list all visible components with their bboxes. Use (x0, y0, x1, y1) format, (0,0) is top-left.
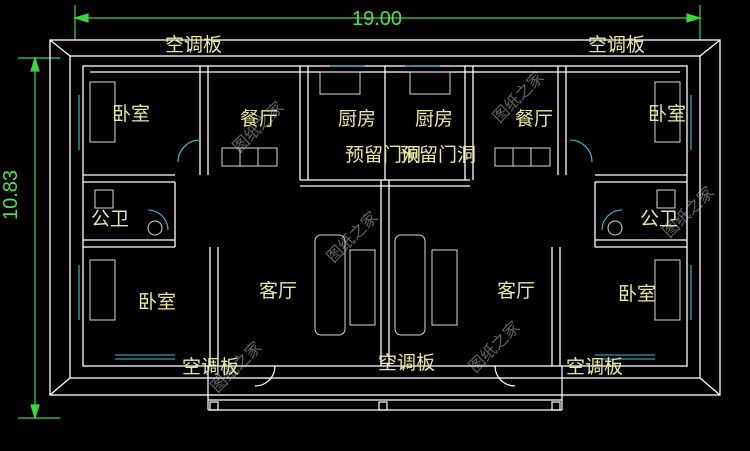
dimension-lines (18, 5, 703, 421)
reserved-door-label-left: 预留门洞 (345, 144, 422, 166)
ac-board-label-top-left: 空调板 (165, 34, 223, 56)
public-wc-label-right: 公卫 (640, 208, 679, 230)
kitchen-label-right: 厨房 (415, 108, 454, 130)
windows (78, 65, 692, 360)
dining-label-right: 餐厅 (515, 108, 554, 130)
dining-label-left: 餐厅 (240, 108, 279, 130)
ac-board-label-top-right: 空调板 (588, 34, 646, 56)
furniture (89, 71, 681, 336)
kitchen-label-left: 厨房 (338, 108, 377, 130)
reserved-door-label-right: 预留门洞 (400, 144, 477, 166)
bedroom-label-top-left: 卧室 (112, 103, 151, 125)
interior-walls (82, 65, 688, 367)
ac-board-label-bottom-center: 空调板 (378, 352, 436, 374)
bedroom-label-bottom-left: 卧室 (138, 291, 177, 313)
width-dimension: 19.00 (352, 8, 403, 30)
depth-dimension: 10.83 (0, 169, 22, 220)
living-label-left: 客厅 (259, 280, 298, 302)
entry-steps (207, 365, 563, 411)
roof-outline (49, 39, 721, 396)
living-label-right: 客厅 (497, 280, 536, 302)
bedroom-label-bottom-right: 卧室 (618, 283, 657, 305)
bedroom-label-top-right: 卧室 (648, 103, 687, 125)
ac-board-label-bottom-left: 空调板 (182, 356, 240, 378)
public-wc-label-left: 公卫 (91, 208, 130, 230)
ac-board-label-bottom-right: 空调板 (566, 356, 624, 378)
